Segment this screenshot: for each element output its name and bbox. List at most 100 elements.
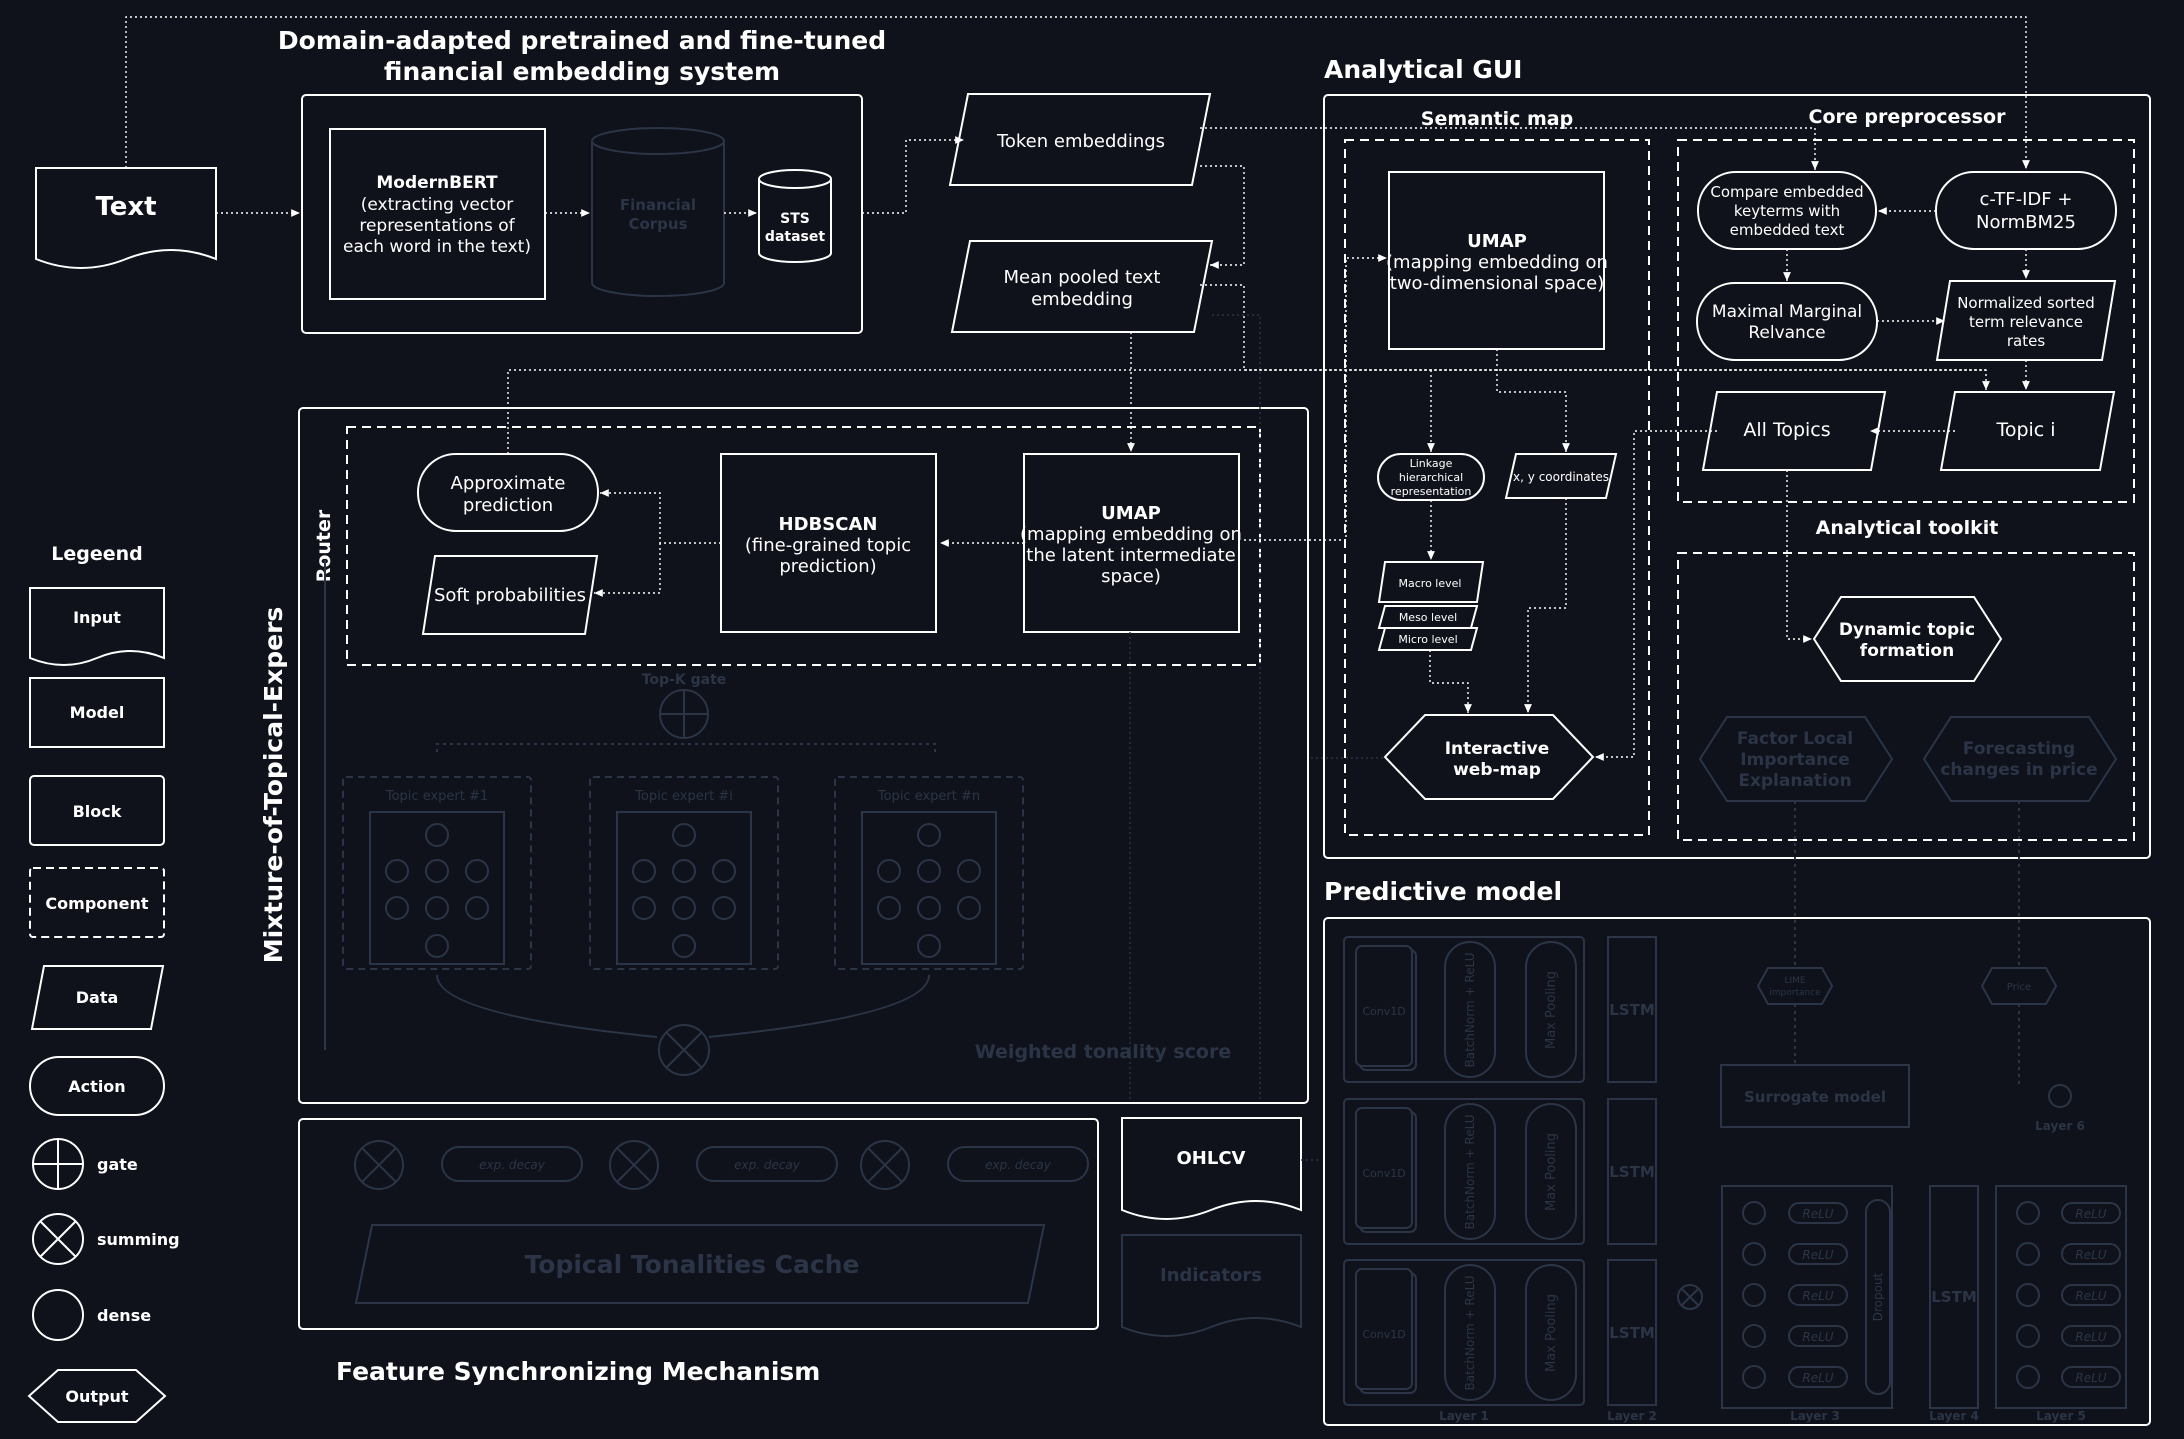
compare-label-1: Compare embedded bbox=[1710, 183, 1863, 201]
legend-input-label: Input bbox=[73, 608, 121, 627]
expert-n-label: Topic expert #n bbox=[877, 789, 980, 804]
summing-icon bbox=[32, 1213, 84, 1265]
umap-moe-desc-1: (mapping embedding on bbox=[1020, 524, 1242, 545]
indicators-label: Indicators bbox=[1160, 1265, 1262, 1286]
maxpool-label-1: Max Pooling bbox=[1544, 971, 1559, 1049]
layer5-label: Layer 5 bbox=[2036, 1409, 2086, 1423]
legend-output-label: Output bbox=[65, 1387, 128, 1406]
umap-moe-model: UMAP (mapping embedding on the latent in… bbox=[1020, 453, 1242, 633]
layer4-label: Layer 4 bbox=[1929, 1409, 1979, 1423]
sts-dataset: STS dataset bbox=[758, 169, 832, 263]
umap-gui-title: UMAP bbox=[1467, 231, 1527, 252]
ctfidf-label-1: c-TF-IDF + bbox=[1980, 189, 2073, 210]
ohlcv-input: OHLCV bbox=[1121, 1117, 1302, 1220]
analytical-gui-title: Analytical GUI bbox=[1324, 55, 1523, 84]
financial-corpus: Financial Corpus bbox=[591, 127, 725, 297]
factor-label-2: Importance bbox=[1740, 750, 1850, 770]
legend-data: Data bbox=[30, 965, 165, 1030]
exp-decay-label-3: exp. decay bbox=[985, 1158, 1052, 1172]
legend-block: Block bbox=[29, 775, 165, 846]
topic-expert-1: Topic expert #1 bbox=[342, 776, 532, 970]
linkage-label-1: Linkage bbox=[1410, 457, 1453, 470]
dynamic-label-2: formation bbox=[1860, 641, 1954, 661]
moe-frame bbox=[298, 407, 1309, 1104]
compare-label-2: keyterms with bbox=[1734, 202, 1840, 220]
price-label: Price bbox=[2007, 982, 2031, 993]
topic-i-label: Topic i bbox=[1995, 419, 2055, 441]
topk-gate-label: Top-K gate bbox=[642, 672, 727, 688]
legend-model-label: Model bbox=[70, 703, 125, 722]
legend-block-label: Block bbox=[73, 802, 122, 821]
conv1d-label-2: Conv1D bbox=[1362, 1167, 1405, 1180]
dim-connectors bbox=[1129, 314, 1383, 1161]
sync-summing-1-icon bbox=[354, 1140, 404, 1190]
batchnorm-label-1: BatchNorm + ReLU bbox=[1463, 953, 1477, 1068]
compare-keyterms-action: Compare embedded keyterms with embedded … bbox=[1697, 171, 1877, 250]
legend-component-label: Component bbox=[45, 894, 148, 913]
soft-probabilities-data: Soft probabilities bbox=[421, 555, 599, 635]
lstm-label-2: LSTM bbox=[1609, 1163, 1655, 1181]
conv1d-label-1: Conv1D bbox=[1362, 1005, 1405, 1018]
relu-label-l5-1: ReLU bbox=[2075, 1207, 2106, 1221]
mean-pooled-label-1: Mean pooled text bbox=[1004, 267, 1161, 288]
maxpool-label-2: Max Pooling bbox=[1544, 1133, 1559, 1211]
legend-dense: dense bbox=[32, 1289, 151, 1341]
relu-label-l5-5: ReLU bbox=[2075, 1371, 2106, 1385]
approx-pred-label-2: prediction bbox=[463, 495, 553, 516]
relu-label-l3-4: ReLU bbox=[1802, 1330, 1833, 1344]
exp-decay-label-2: exp. decay bbox=[734, 1158, 801, 1172]
legend-model: Model bbox=[29, 677, 165, 748]
factor-importance-output: Factor Local Importance Explanation bbox=[1698, 716, 1894, 802]
router-label: Router bbox=[313, 509, 335, 582]
topic-i-data: Topic i bbox=[1939, 391, 2116, 471]
webmap-label-2: web-map bbox=[1453, 760, 1541, 780]
ohlcv-label: OHLCV bbox=[1177, 1148, 1246, 1169]
surrogate-model bbox=[1720, 1064, 1910, 1128]
legend-input: Input bbox=[29, 587, 165, 666]
feature-sync-frame bbox=[298, 1118, 1099, 1330]
predictive-model-frame bbox=[1323, 917, 2151, 1426]
weighted-score-label: Weighted tonality score bbox=[975, 1041, 1231, 1063]
linkage-label-2: hierarchical bbox=[1399, 471, 1463, 484]
legend-title: Legeend bbox=[51, 543, 143, 565]
legend-output: Output bbox=[27, 1369, 167, 1423]
price-output bbox=[1980, 967, 2058, 1005]
analytical-toolkit-component bbox=[1677, 552, 2135, 841]
predictive-model-internals: Conv1D BatchNorm + ReLU Max Pooling Conv… bbox=[1343, 801, 2127, 1423]
conv-block-2: Conv1D BatchNorm + ReLU Max Pooling bbox=[1355, 1103, 1577, 1240]
pm-summing-icon bbox=[1677, 1284, 1703, 1310]
forecast-label-1: Forecasting bbox=[1963, 739, 2075, 759]
all-topics-data: All Topics bbox=[1701, 391, 1887, 471]
macro-level-label: Macro level bbox=[1399, 577, 1462, 590]
dynamic-topic-output: Dynamic topic formation bbox=[1812, 596, 2003, 682]
legend-data-label: Data bbox=[76, 988, 119, 1007]
relu-label-l5-3: ReLU bbox=[2075, 1289, 2106, 1303]
sync-summing-3-icon bbox=[860, 1140, 910, 1190]
feature-sync-internals: exp. decay exp. decay exp. decay Topical… bbox=[354, 1140, 1089, 1304]
feature-sync-title: Feature Synchronizing Mechanism bbox=[336, 1357, 820, 1386]
conv1d-label-3: Conv1D bbox=[1362, 1328, 1405, 1341]
mmr-label-2: Relvance bbox=[1748, 323, 1825, 343]
topical-tonalities-cache bbox=[354, 1224, 1046, 1304]
all-topics-label: All Topics bbox=[1743, 419, 1830, 441]
levels-stack: Macro level Meso level Micro level bbox=[1377, 561, 1485, 651]
forecasting-output: Forecasting changes in price bbox=[1922, 716, 2118, 802]
lime-importance-output bbox=[1756, 967, 1834, 1005]
legend-gate-label: gate bbox=[97, 1155, 138, 1174]
surrogate-label: Surrogate model bbox=[1744, 1088, 1886, 1106]
relu-label-l3-1: ReLU bbox=[1802, 1207, 1833, 1221]
conv-block-1: Conv1D BatchNorm + ReLU Max Pooling bbox=[1355, 941, 1577, 1078]
umap-moe-desc-2: the latent intermediate bbox=[1026, 545, 1235, 566]
cache-label: Topical Tonalities Cache bbox=[525, 1250, 860, 1279]
layer3-neurons: ReLU ReLU ReLU ReLU ReLU bbox=[1742, 1201, 1848, 1389]
umap-moe-title: UMAP bbox=[1101, 503, 1161, 524]
predictive-model-title: Predictive model bbox=[1324, 877, 1562, 906]
lstm-label-1: LSTM bbox=[1609, 1001, 1655, 1019]
mmr-label-1: Maximal Marginal bbox=[1712, 302, 1862, 322]
indicators-input: Indicators bbox=[1121, 1234, 1302, 1337]
layer3-label: Layer 3 bbox=[1790, 1409, 1840, 1423]
legend-action: Action bbox=[29, 1056, 165, 1116]
relu-label-l3-3: ReLU bbox=[1802, 1289, 1833, 1303]
router-component bbox=[346, 426, 1261, 666]
semantic-map-title: Semantic map bbox=[1421, 108, 1573, 130]
